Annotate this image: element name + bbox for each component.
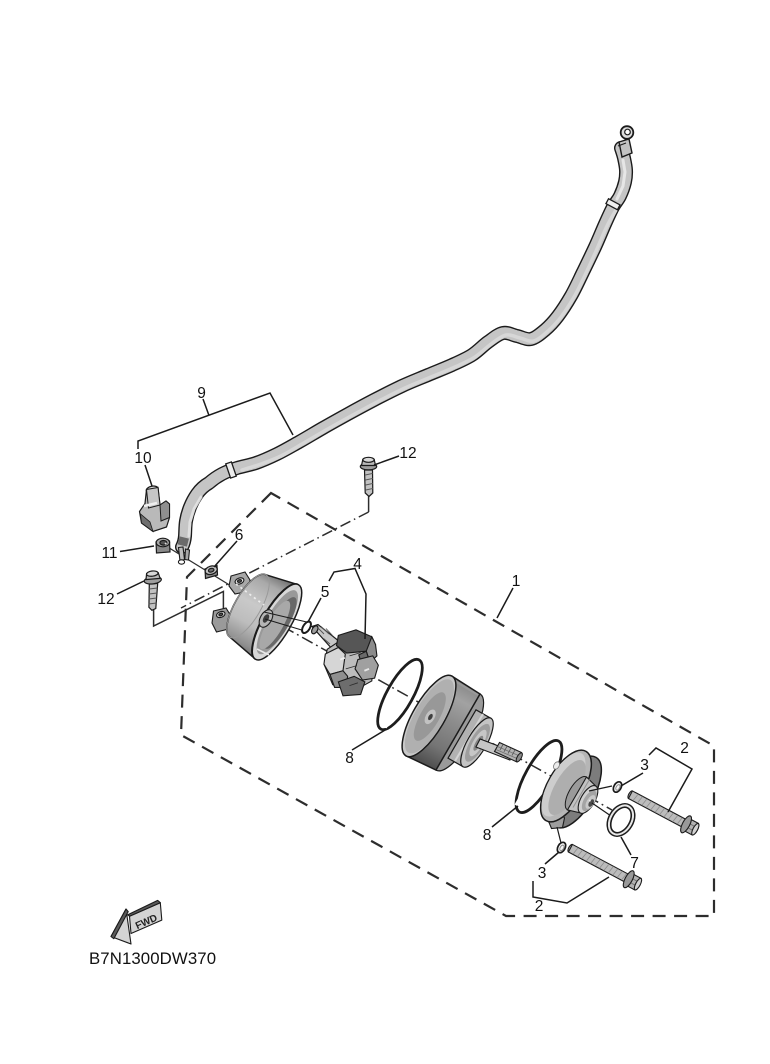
svg-text:4: 4 — [353, 556, 362, 573]
svg-text:7: 7 — [630, 855, 639, 872]
svg-text:8: 8 — [345, 750, 354, 767]
svg-text:2: 2 — [535, 898, 544, 915]
svg-text:B7N1300DW370: B7N1300DW370 — [89, 949, 216, 968]
svg-text:3: 3 — [640, 757, 649, 774]
svg-text:3: 3 — [538, 865, 547, 882]
svg-text:10: 10 — [134, 450, 152, 467]
svg-text:2: 2 — [680, 740, 689, 757]
svg-text:12: 12 — [399, 445, 416, 462]
svg-text:9: 9 — [197, 385, 206, 402]
svg-text:12: 12 — [97, 591, 114, 608]
svg-text:8: 8 — [483, 827, 492, 844]
svg-text:1: 1 — [512, 573, 521, 590]
svg-text:11: 11 — [101, 545, 117, 562]
svg-text:5: 5 — [321, 584, 330, 601]
svg-text:6: 6 — [235, 527, 244, 544]
